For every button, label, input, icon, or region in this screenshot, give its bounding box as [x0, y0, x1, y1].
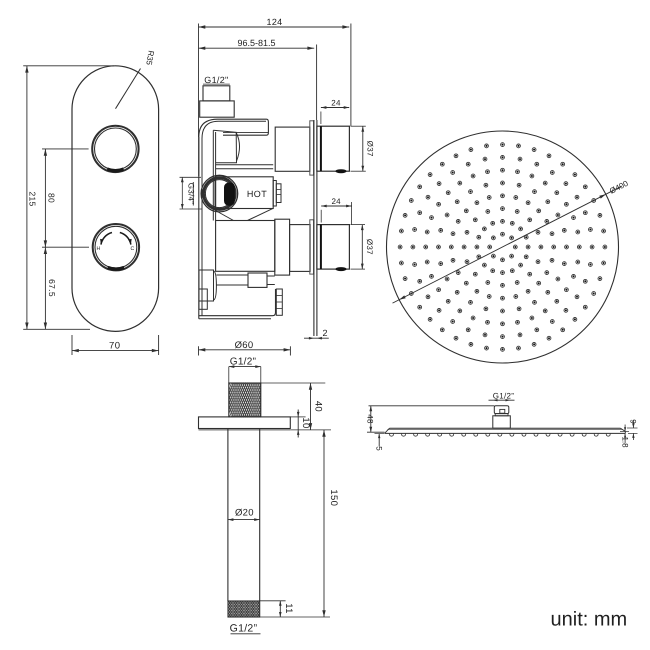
svg-text:96.5-81.5: 96.5-81.5	[237, 38, 275, 48]
svg-text:G1/2”: G1/2”	[493, 391, 515, 400]
svg-text:124: 124	[267, 17, 283, 27]
svg-text:70: 70	[109, 341, 121, 352]
svg-text:2: 2	[322, 328, 327, 338]
svg-text:150: 150	[328, 489, 339, 506]
svg-text:10: 10	[300, 417, 311, 428]
svg-text:Ø37: Ø37	[365, 141, 374, 157]
svg-text:Ø37: Ø37	[365, 239, 374, 255]
svg-text:G1/2”: G1/2”	[230, 356, 257, 367]
svg-text:G1/2": G1/2"	[204, 75, 228, 85]
svg-text:24: 24	[331, 99, 341, 108]
svg-text:G1/2”: G1/2”	[230, 623, 258, 635]
svg-text:5: 5	[374, 446, 383, 451]
svg-text:9: 9	[628, 419, 637, 424]
svg-text:67.5: 67.5	[47, 279, 57, 297]
svg-text:G3/4": G3/4"	[186, 183, 195, 205]
svg-text:40: 40	[312, 401, 323, 412]
svg-text:C: C	[131, 246, 135, 252]
svg-text:unit: mm: unit: mm	[551, 609, 628, 631]
svg-text:215: 215	[28, 191, 38, 206]
svg-text:80: 80	[47, 193, 57, 203]
svg-text:H: H	[97, 246, 101, 252]
svg-text:48: 48	[365, 414, 374, 424]
svg-text:R35: R35	[144, 50, 156, 67]
svg-text:11: 11	[283, 603, 294, 613]
svg-text:24: 24	[331, 197, 341, 206]
svg-text:Ø60: Ø60	[235, 340, 254, 351]
svg-text:Ø20: Ø20	[235, 507, 254, 518]
svg-text:1.8: 1.8	[620, 436, 629, 448]
svg-text:HOT: HOT	[247, 189, 267, 199]
